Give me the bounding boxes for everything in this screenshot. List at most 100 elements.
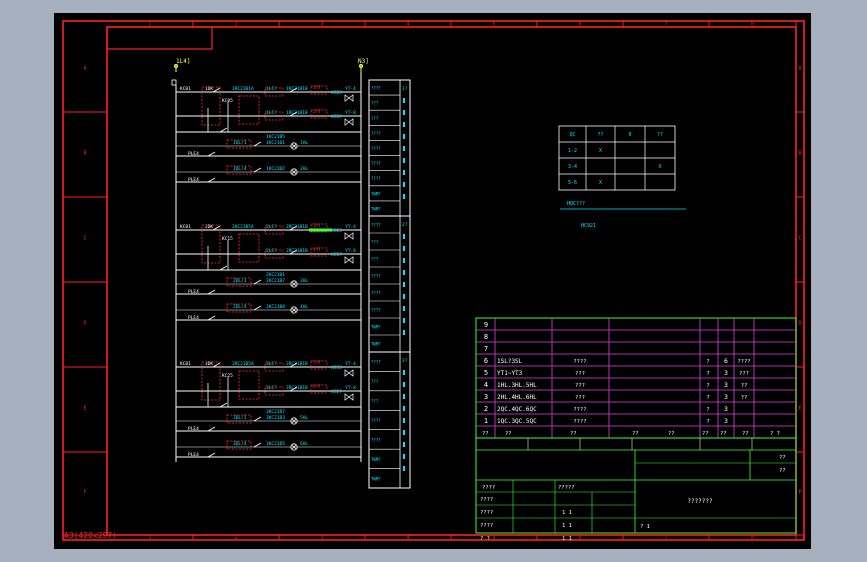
panel-cell: ??? [371, 240, 379, 245]
yt-label: 6YT [313, 384, 321, 390]
bom-unit: ?? [741, 383, 748, 389]
contact-blade [253, 167, 262, 173]
yt-label: 4YT [313, 247, 321, 253]
lamp-cross [291, 281, 297, 287]
title-value: 1 1 [562, 510, 572, 516]
valve-symbol [344, 232, 354, 240]
contact-blade [253, 442, 262, 448]
title-label: ? ? [480, 536, 490, 542]
relay-label: 1RC21B1B [286, 110, 308, 116]
panel-mark [403, 98, 405, 103]
bom-code: 1HL.3HL.5HL [497, 382, 537, 389]
lamp-label: 4HL [300, 304, 308, 310]
panel-side-label: 2? [402, 222, 408, 228]
panel-mark [403, 122, 405, 127]
yt-out-label: YT-8 [345, 385, 356, 391]
valve-symbol [344, 393, 354, 401]
bom-name: ???? [573, 359, 586, 365]
row-letter-right: B [798, 151, 801, 157]
coil-box [264, 87, 284, 97]
panel-mark [403, 234, 405, 239]
yt-label: 3YT [313, 223, 321, 229]
indicator-label: 3DL/1 [233, 415, 247, 421]
bom-spec: ? [706, 359, 709, 365]
col-number-top: 3 [320, 22, 323, 28]
bom-header: ?? [632, 431, 639, 437]
bom-header: ? ? [770, 431, 780, 437]
bom-no: 4 [484, 381, 488, 389]
panel-cell: TWM? [371, 191, 381, 196]
switch-model: HC921 [581, 223, 596, 229]
drawing-sheet [54, 13, 811, 549]
indicator-label: 3DL/4 [233, 441, 247, 447]
panel-mark [403, 258, 405, 263]
bom-unit: ???? [737, 359, 750, 365]
col-number-top: 8 [751, 22, 754, 28]
lamp-cross [291, 307, 297, 313]
coil-box [264, 225, 284, 235]
switch-mark: X [658, 164, 661, 170]
coil-label: 3LC? [266, 385, 277, 391]
col-number-top: 2 [234, 22, 237, 28]
bom-header: ?? [482, 431, 489, 437]
kc-label: 1KC21B1 [266, 140, 285, 146]
bom-header: ?? [702, 431, 709, 437]
switch-header: ?? [657, 132, 663, 138]
yt-box [310, 109, 328, 119]
title-label: ???? [480, 523, 493, 529]
coil-label: 1LC? [266, 86, 277, 92]
terminal-dot [174, 64, 178, 68]
relay-box [238, 233, 260, 263]
title-cell: ???? [482, 485, 495, 491]
bom-name: ??? [575, 395, 585, 401]
bom-name: ???? [573, 407, 586, 413]
panel-cell: ??? [371, 399, 379, 404]
contact-blade [289, 386, 298, 392]
row-letter-right: F [798, 490, 801, 496]
contact-label: KC15 [222, 236, 233, 242]
bom-code: 1SL?3SL [497, 358, 523, 365]
switch-row-label: 1-2 [568, 148, 577, 154]
yt-out-label: YT-8 [345, 248, 356, 254]
bom-qty: 3 [724, 417, 728, 425]
panel-cell: TWM? [371, 325, 381, 330]
relay-label: 3RC21B1B [286, 385, 308, 391]
lamp-symbol [290, 280, 298, 288]
kc-label: 1KC21B2 [266, 166, 285, 172]
bom-no: 3 [484, 393, 488, 401]
switch-mark: X [599, 148, 602, 154]
panel-mark [403, 110, 405, 115]
col-number-top: 1 [148, 22, 151, 28]
lamp-symbol [290, 417, 298, 425]
relay-box [201, 361, 221, 401]
indicator-box [226, 139, 252, 149]
relay-box [201, 86, 221, 126]
coil-label: 1LC? [266, 110, 277, 116]
panel-cell: ???? [371, 161, 381, 166]
relay-label: 3RC21B1B [286, 361, 308, 367]
ple-label: PLE4 [188, 452, 199, 458]
bom-unit: ??? [739, 371, 749, 377]
outer-border [62, 20, 805, 541]
coil-box [264, 111, 284, 121]
switch-label: 2DK [205, 224, 213, 230]
contact-blade [212, 362, 221, 368]
panel-side-label: 1? [402, 86, 408, 92]
bom-qty: 3 [724, 369, 728, 377]
row-letter-left: D [83, 321, 86, 327]
lamp-label: 1HL [300, 140, 308, 146]
panel-mark [403, 382, 405, 387]
bom-code: YT1~YT3 [497, 370, 523, 377]
contact-blade [219, 402, 228, 408]
contact-blade [289, 111, 298, 117]
switch-label: 3DK [205, 361, 213, 367]
bom-name: ??? [575, 371, 585, 377]
col-number-bottom: 8 [751, 535, 754, 541]
ple-label: PLE4 [188, 177, 199, 183]
title-value: 1 1 [562, 523, 572, 529]
bom-code: 1QC.3QC.5QC [497, 418, 537, 425]
panel-mark [403, 330, 405, 335]
